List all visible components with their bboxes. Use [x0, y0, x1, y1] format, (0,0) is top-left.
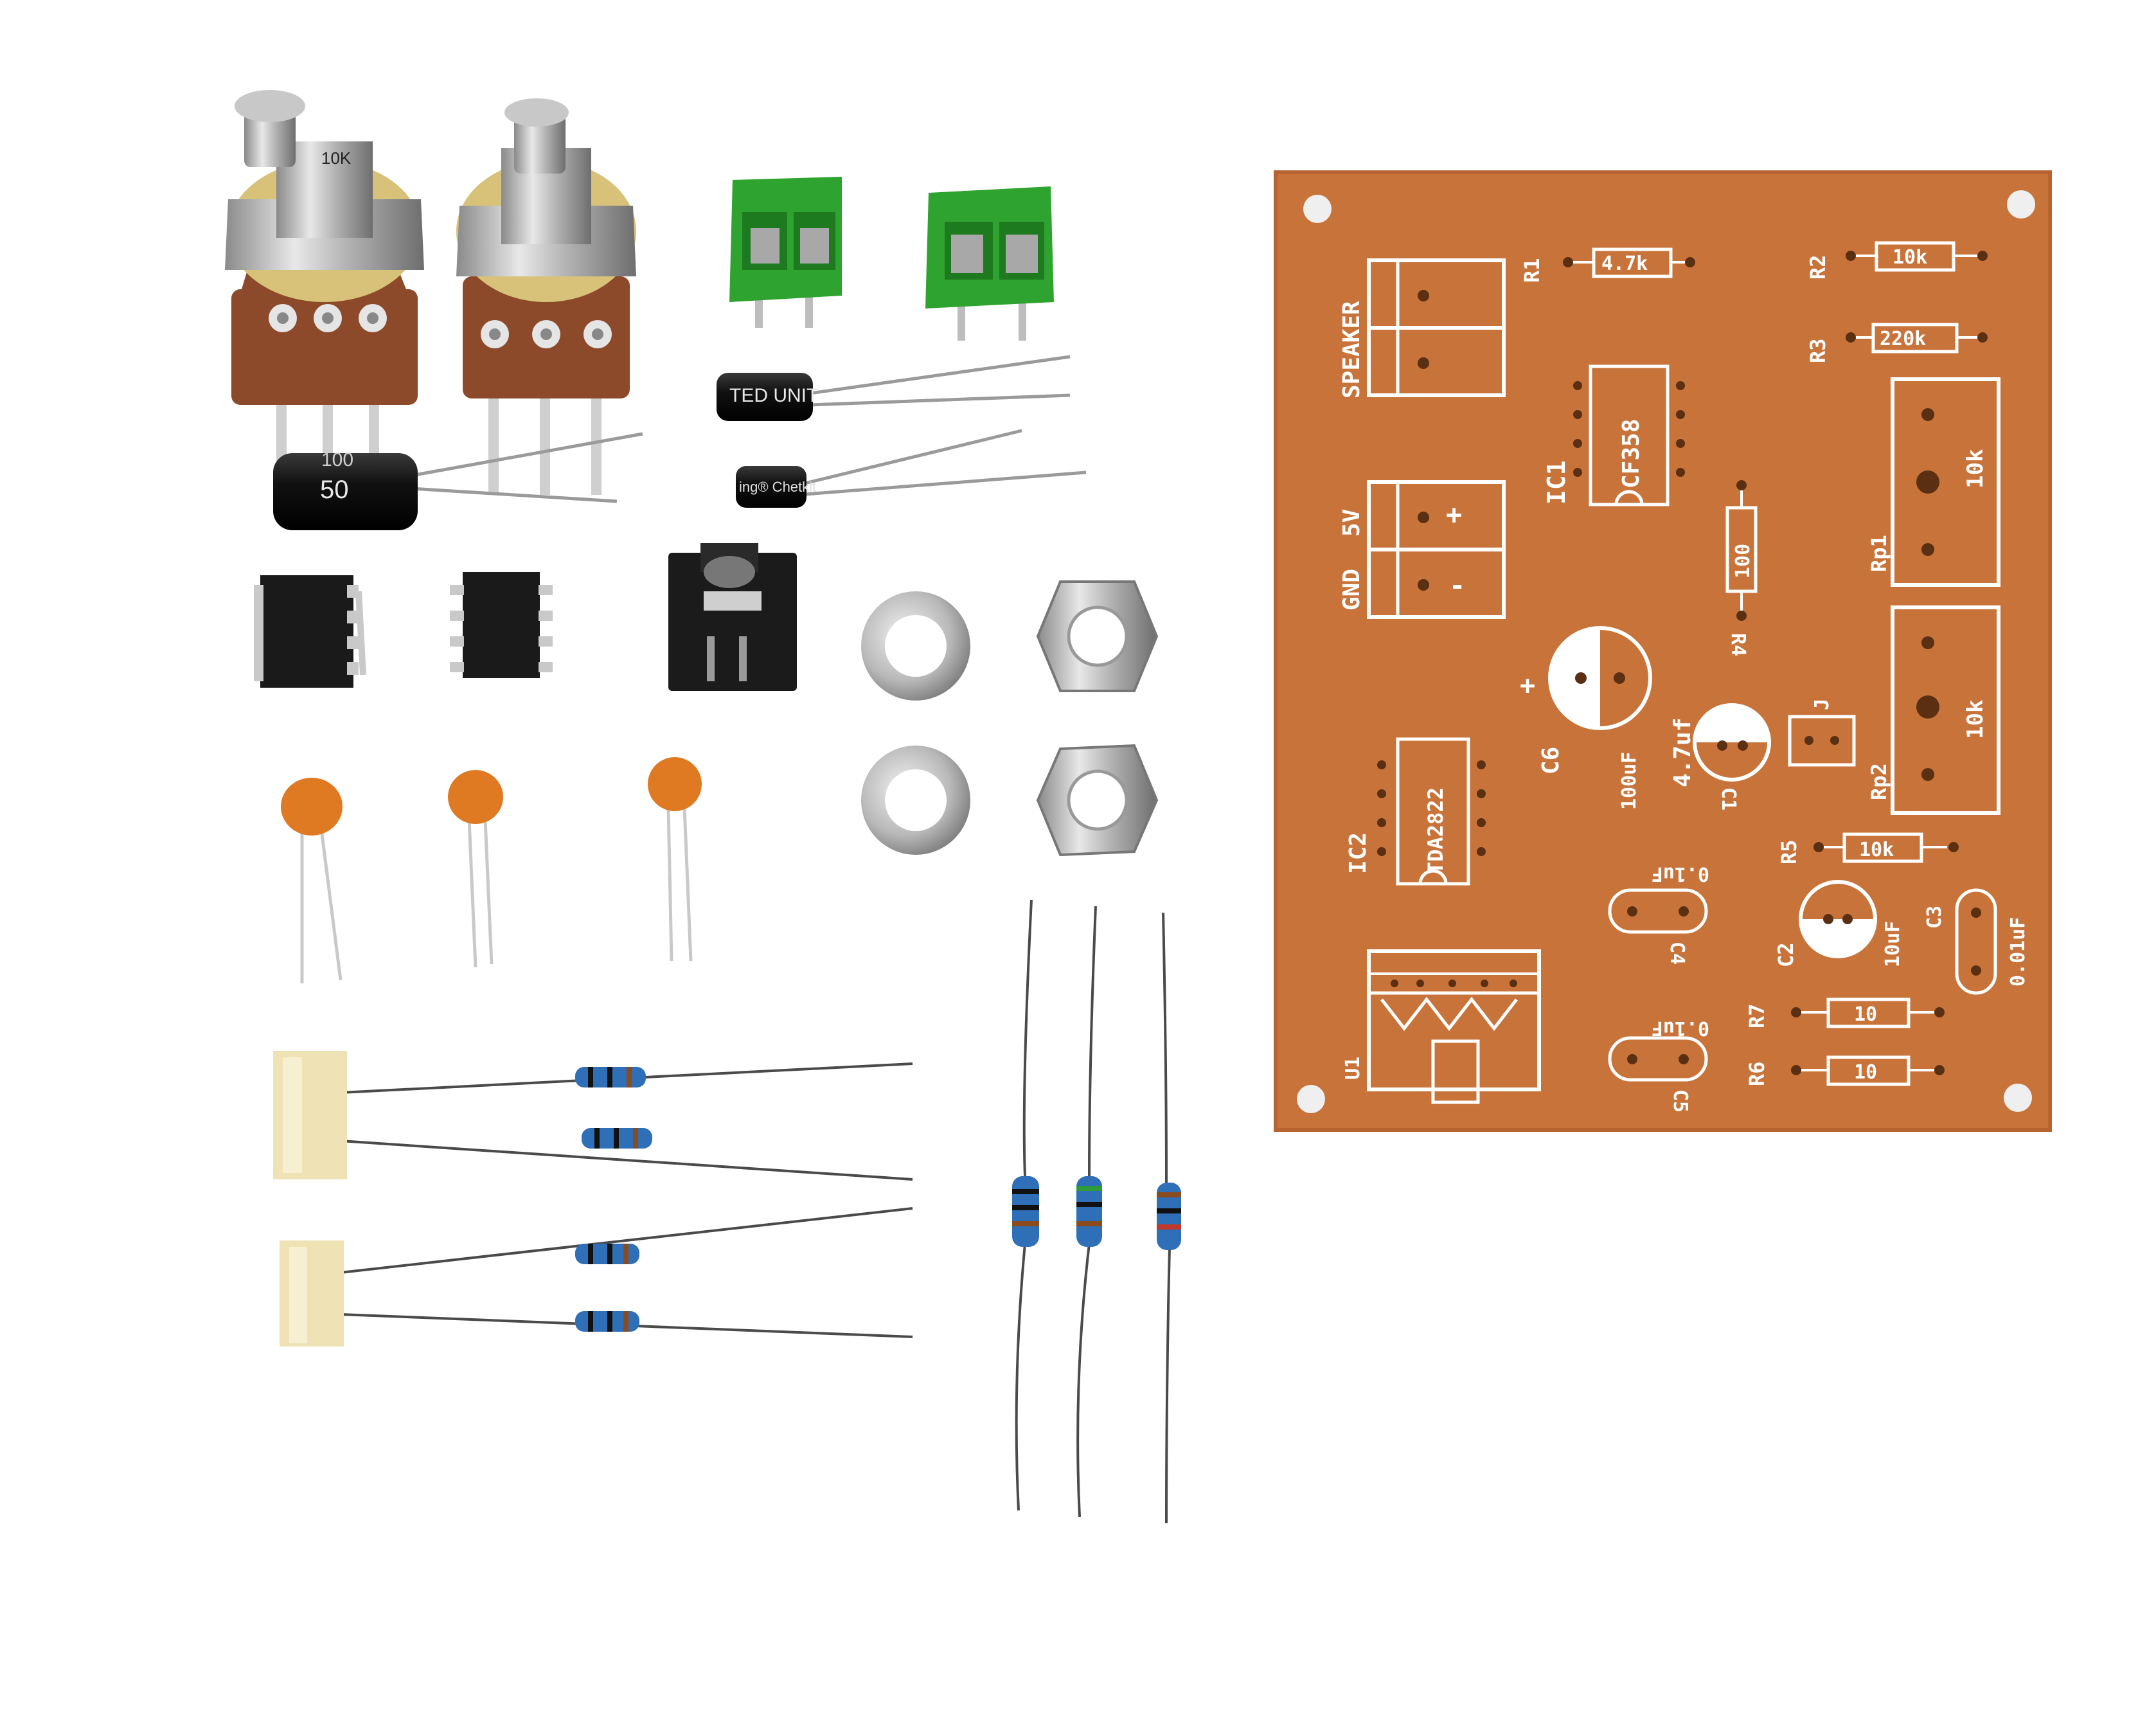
pcb-label-c5: C5 [1669, 1089, 1691, 1113]
pcb-r2: R2 10k [1806, 241, 1988, 280]
dip-ic-1 [254, 575, 366, 688]
pcb-label-r6: R6 [1745, 1061, 1769, 1086]
pcb-value-r2: 10k [1893, 246, 1927, 269]
pcb-ic2: TDA2822 IC2 [1345, 737, 1486, 886]
washer-2 [861, 746, 970, 855]
potentiometer-2 [456, 98, 636, 495]
screw-terminal-2 [925, 186, 1054, 341]
pcb-label-r2: R2 [1806, 255, 1830, 280]
pcb-value-r6: 10 [1854, 1061, 1877, 1084]
pcb-label-rp1: Rp1 [1867, 535, 1891, 572]
pcb-rp1: 10k Rp1 [1867, 377, 2000, 587]
pcb-r1: R1 4.7k [1520, 247, 1695, 283]
pcb-value-c4: 0.1uF [1652, 863, 1709, 885]
pcb-value-r7: 10 [1854, 1003, 1877, 1026]
hex-nut-1 [1036, 580, 1159, 692]
pcb-u1: U1 [1342, 949, 1541, 1104]
pcb-r4: 100 R4 [1725, 480, 1758, 656]
pcb-label-gnd: GND [1339, 569, 1365, 611]
pcb-label-r4: R4 [1727, 633, 1749, 656]
screw-terminal-1 [729, 177, 842, 328]
pcb-value-rp1: 10k [1963, 449, 1988, 488]
vertical-resistor-2 [1076, 906, 1102, 1517]
ceramic-capacitor-2 [448, 770, 503, 968]
pcb-value-c2: 10uF [1882, 921, 1904, 967]
pcb-label-ic2: IC2 [1345, 832, 1371, 874]
pcb-label-rp2: Rp2 [1867, 763, 1891, 800]
pcb-label-c3: C3 [1923, 906, 1946, 929]
pcb-label-c2: C2 [1774, 942, 1798, 967]
pcb-rp2: 10k Rp2 [1867, 605, 2000, 815]
pcb-value-r1: 4.7k [1601, 253, 1648, 275]
hex-nut-2 [1036, 744, 1159, 857]
cap-small-text: TED UNIT [729, 385, 818, 406]
pcb-value-r3: 220k [1880, 328, 1926, 350]
pcb-label-ic1: IC1 [1542, 460, 1571, 505]
pcb-label-plus: + [1446, 499, 1462, 530]
pcb-label-r7: R7 [1745, 1003, 1769, 1028]
pcb-c5: 0.1uF C5 [1608, 1017, 1709, 1113]
pcb-label-r1: R1 [1520, 258, 1544, 283]
pcb-value-r5: 10k [1859, 839, 1894, 861]
pcb-label-c1: C1 [1717, 787, 1740, 810]
pot-marking-text: 10K [321, 148, 352, 168]
cap-small2-text: ing® Chetkit [739, 479, 816, 495]
cap-large-value-text: 50 [320, 476, 349, 504]
resistor-strip-2 [280, 1207, 913, 1347]
pcb-label-c6: C6 [1538, 747, 1564, 774]
pcb-value-c3: 0.01uF [2007, 917, 2029, 987]
pcb-label-5v: 5V [1339, 509, 1365, 537]
pcb-r6: R6 10 [1745, 1055, 1945, 1086]
pcb-ic1-chip-text: CF358 [1618, 419, 1644, 488]
pcb-label-r5: R5 [1777, 839, 1801, 864]
electrolytic-capacitor-large: 100 50 [273, 432, 643, 530]
pcb-c4: 0.1uF C4 [1608, 863, 1709, 965]
pcb-ic2-chip-text: TDA2822 [1423, 787, 1448, 874]
pcb-label-u1: U1 [1342, 1057, 1364, 1080]
pcb-value-rp2: 10k [1963, 700, 1988, 739]
pcb-label-j: J [1811, 699, 1833, 710]
pcb-c3: C3 0.01uF [1923, 888, 2029, 995]
pcb-r7: R7 10 [1745, 998, 1945, 1028]
pcb-value-c6: 100uF [1618, 752, 1641, 810]
pcb-jumper: J [1788, 699, 1856, 767]
pcb-c6-plus: + [1520, 671, 1535, 701]
pcb-label-r3: R3 [1806, 338, 1830, 363]
pcb-speaker-footprint: SPEAKER [1339, 258, 1506, 398]
potentiometer-1: 10K [225, 90, 424, 501]
washer-1 [861, 591, 970, 701]
ceramic-capacitor-1 [281, 778, 343, 983]
cap-large-top-text: 100 [321, 449, 353, 470]
pcb-r5: R5 10k [1777, 832, 1959, 864]
pcb-r3: R3 220k [1806, 323, 1988, 363]
electrolytic-capacitor-small-2: ing® Chetkit [736, 429, 1087, 508]
pcb-c6: + C6 100uF [1520, 626, 1652, 810]
vertical-resistor-1 [1012, 899, 1039, 1511]
pcb-value-c1: 4.7uf [1670, 718, 1696, 787]
ceramic-capacitor-3 [648, 757, 702, 962]
audio-jack [668, 543, 797, 691]
pcb-label-speaker: SPEAKER [1339, 301, 1365, 398]
pcb-label-c4: C4 [1666, 942, 1688, 965]
electrolytic-capacitor-small-1: TED UNIT [717, 355, 1071, 421]
pcb-ic1: CF358 IC1 [1542, 364, 1685, 506]
pcb-c2: C2 10uF [1774, 880, 1904, 967]
pcb-board: SPEAKER + - GND 5V R1 4.7k R2 [1274, 170, 2052, 1132]
pcb-power-footprint: + - GND 5V [1339, 480, 1506, 619]
resistor-strip-1 [273, 1051, 913, 1181]
pcb-c1: 4.7uf C1 [1670, 703, 1771, 810]
dip-ic-2 [450, 572, 553, 678]
pcb-value-c5: 0.1uF [1652, 1017, 1709, 1039]
pcb-label-minus: - [1449, 569, 1465, 601]
pcb-value-r4: 100 [1732, 544, 1754, 578]
vertical-resistor-3 [1157, 912, 1181, 1524]
